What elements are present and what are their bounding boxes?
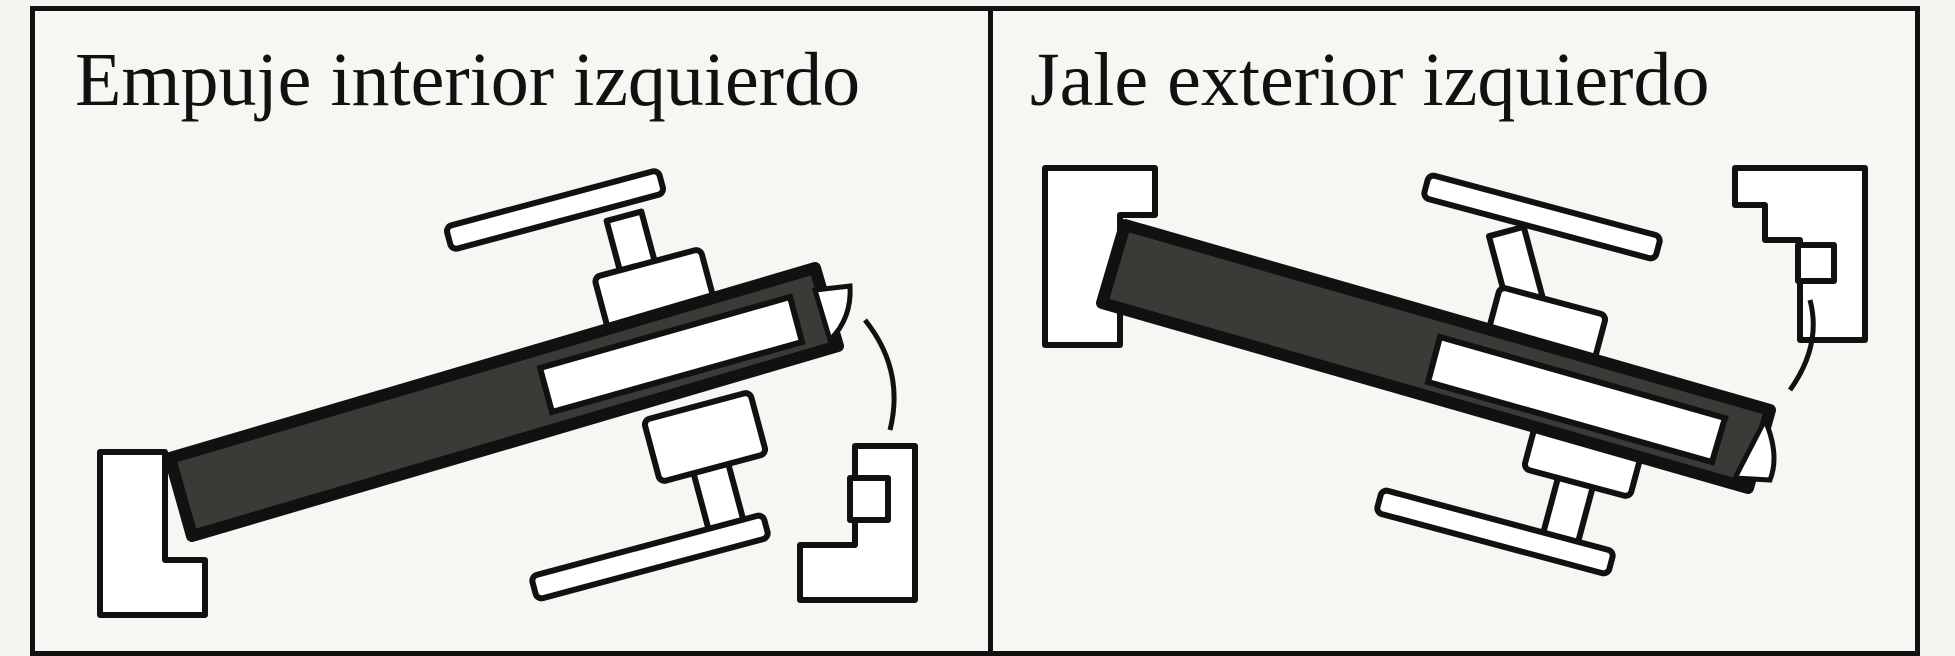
left-push-diagram bbox=[97, 168, 918, 618]
panel-title-left: Empuje interior izquierdo bbox=[75, 38, 861, 122]
motion-arc bbox=[863, 318, 897, 431]
left-block bbox=[97, 449, 208, 618]
inner-section bbox=[536, 293, 806, 416]
motion-arc bbox=[1787, 299, 1816, 392]
right-block-inset bbox=[1795, 242, 1837, 284]
panel-divider bbox=[988, 6, 993, 656]
left-pull-diagram bbox=[1042, 165, 1868, 577]
boom-tip bbox=[811, 283, 853, 345]
lower-wheel bbox=[1374, 487, 1616, 577]
upper-wheel bbox=[1421, 172, 1663, 262]
lower-wheel bbox=[529, 512, 771, 602]
panel-title-right: Jale exterior izquierdo bbox=[1030, 38, 1710, 122]
left-block bbox=[1042, 165, 1158, 348]
boom-tip bbox=[1731, 414, 1777, 483]
right-block-inset bbox=[847, 475, 891, 523]
inner-section bbox=[1424, 333, 1729, 466]
lower-hub bbox=[641, 390, 769, 484]
upper-wheel bbox=[443, 168, 667, 252]
